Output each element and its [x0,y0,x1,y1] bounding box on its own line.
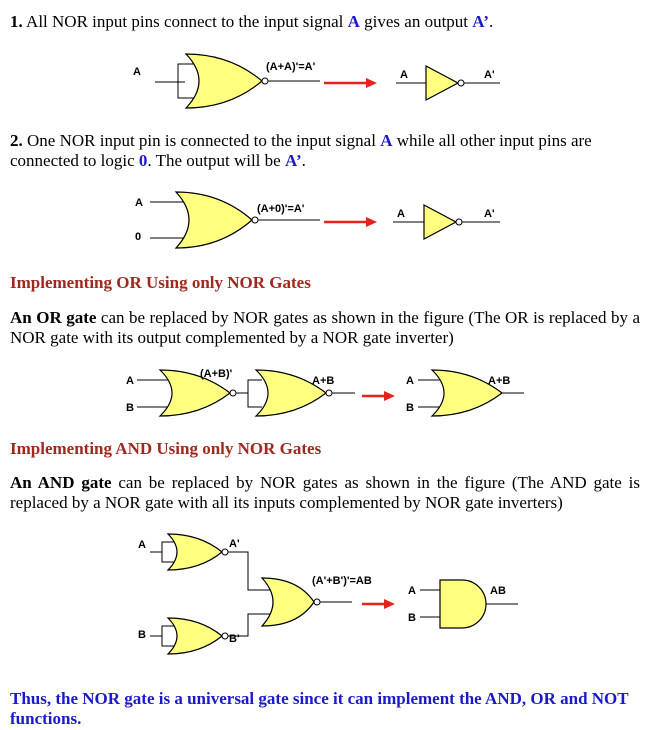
heading-and: Implementing AND Using only NOR Gates [10,439,322,458]
figure-and-from-nor: A A' B B' (A'+B')'=AB A B AB [138,533,518,655]
fig3-nor-gate-2 [254,369,327,417]
fig3-or-gate [430,369,503,417]
fig4-a-not-label: A' [229,538,240,550]
fig4-input-a-label: A [138,539,146,551]
logic-zero: 0 [138,151,148,170]
fig4-input-b-label: B [138,629,146,641]
fig2-arrowhead [366,217,377,227]
output-a-not: A’ [284,151,302,170]
signal-a: A [347,12,360,31]
fig4-and-input-a-label: A [408,585,416,597]
fig4-and-gate [439,579,487,629]
fig1-inverter-gate [425,65,460,101]
fig2-inverter-gate [423,204,458,240]
fig1-tie-bottom [177,82,200,99]
fig4-and-output-label: AB [490,585,506,597]
signal-a: A [380,131,393,150]
item-1-text: 1. All NOR input pins connect to the inp… [10,12,494,31]
fig4-nor-inverter-b [166,617,223,655]
paragraph-and: An AND gate can be replaced by NOR gates… [10,473,640,512]
fig4-nor-inverter-a [166,533,223,571]
fig1-nor-bubble [261,77,269,85]
fig2-inverter-input-label: A [397,208,405,220]
item-2-number: 2. [10,131,23,150]
heading-or: Implementing OR Using only NOR Gates [10,273,311,292]
fig3-nor-gate-1 [158,369,231,417]
fig3-or-input-b-label: B [406,402,414,414]
fig1-tie-top [177,63,200,82]
fig1-inverter-input-label: A [400,69,408,81]
figure-nor-with-zero: A 0 (A+0)'=A' A A' [135,191,500,249]
fig3-input-b-label: B [126,402,134,414]
fig1-arrowhead [366,78,377,88]
figure-nor-as-inverter-tied: A (A+A)'=A' A A' [133,53,500,109]
fig3-or-output-label: A+B [488,375,510,387]
fig1-inverter-output-label: A' [484,69,495,81]
fig1-nor-gate [184,53,263,109]
fig4-expression: (A'+B')'=AB [312,575,372,587]
fig4-nor-gate-main [260,577,315,627]
and-gate-lead: An AND gate [10,473,112,492]
fig2-input-a-label: A [135,197,143,209]
output-a-not: A’ [472,12,489,31]
fig2-inverter-output-label: A' [484,208,495,220]
fig4-and-input-b-label: B [408,612,416,624]
closing-statement: Thus, the NOR gate is a universal gate s… [10,689,629,728]
fig1-input-label: A [133,66,141,78]
fig3-output-label: A+B [312,375,334,387]
fig1-expression: (A+A)'=A' [266,61,316,73]
paragraph-or: An OR gate can be replaced by NOR gates … [10,308,640,347]
item-2-text: 2. One NOR input pin is connected to the… [10,131,592,170]
item-1-number: 1. [10,12,23,31]
fig4-b-not-label: B' [229,633,240,645]
fig2-nor-gate [174,191,253,249]
fig3-intermediate-label: (A+B)' [200,368,233,380]
fig2-expression: (A+0)'=A' [257,203,305,215]
fig3-or-input-a-label: A [406,375,414,387]
figure-or-from-nor: A B (A+B)' A+B A B A+B [126,368,524,417]
or-gate-lead: An OR gate [10,308,97,327]
fig2-input-zero-label: 0 [135,231,141,243]
fig3-input-a-label: A [126,375,134,387]
